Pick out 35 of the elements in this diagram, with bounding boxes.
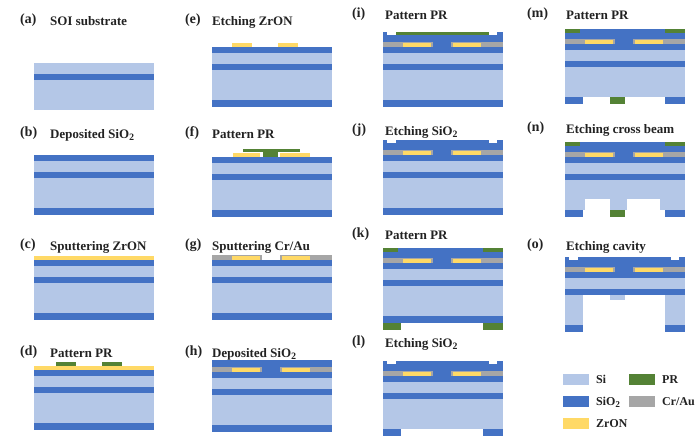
step-title: Pattern PR	[566, 8, 628, 21]
step-title: SOI substrate	[50, 14, 127, 27]
panel-letter: (k)	[352, 227, 370, 241]
step-title: Deposited SiO$_{2}$	[50, 127, 134, 140]
panel-letter: (g)	[185, 238, 202, 252]
step-title: Pattern PR	[212, 127, 274, 140]
step-title: Pattern PR	[50, 346, 112, 359]
step-title: Etching SiO$_{2}$	[385, 124, 458, 137]
panel-letter: (a)	[20, 13, 36, 27]
panel-letter: (f)	[185, 126, 199, 140]
legend-label: Si	[596, 373, 606, 385]
panel-letter: (c)	[20, 238, 36, 252]
legend-label: ZrON	[596, 417, 628, 429]
step-title: Sputtering Cr/Au	[212, 239, 310, 252]
panel-letter: (e)	[185, 13, 201, 27]
panel-letter: (b)	[20, 126, 38, 140]
step-title: Deposited SiO$_{2}$	[212, 346, 296, 359]
panel-letter: (m)	[527, 7, 548, 21]
legend-label: Cr/Au	[662, 395, 695, 407]
step-title: Etching cross beam	[566, 122, 674, 135]
panel-letter: (i)	[352, 7, 366, 21]
legend-label: SiO$_{2}$	[596, 395, 620, 407]
legend-label: PR	[662, 373, 678, 385]
panel-letter: (n)	[527, 121, 544, 135]
step-title: Pattern PR	[385, 228, 448, 241]
step-title: Pattern PR	[385, 8, 448, 21]
step-title: Sputtering ZrON	[50, 239, 146, 252]
panel-letter: (o)	[527, 238, 544, 252]
step-title: Etching SiO$_{2}$	[385, 336, 458, 349]
step-title: Etching cavity	[566, 239, 646, 252]
panel-letter: (l)	[352, 335, 366, 349]
panel-letter: (h)	[185, 345, 202, 359]
step-title: Etching ZrON	[212, 14, 293, 27]
panel-letter: (j)	[352, 123, 366, 137]
panel-letter: (d)	[20, 345, 38, 359]
